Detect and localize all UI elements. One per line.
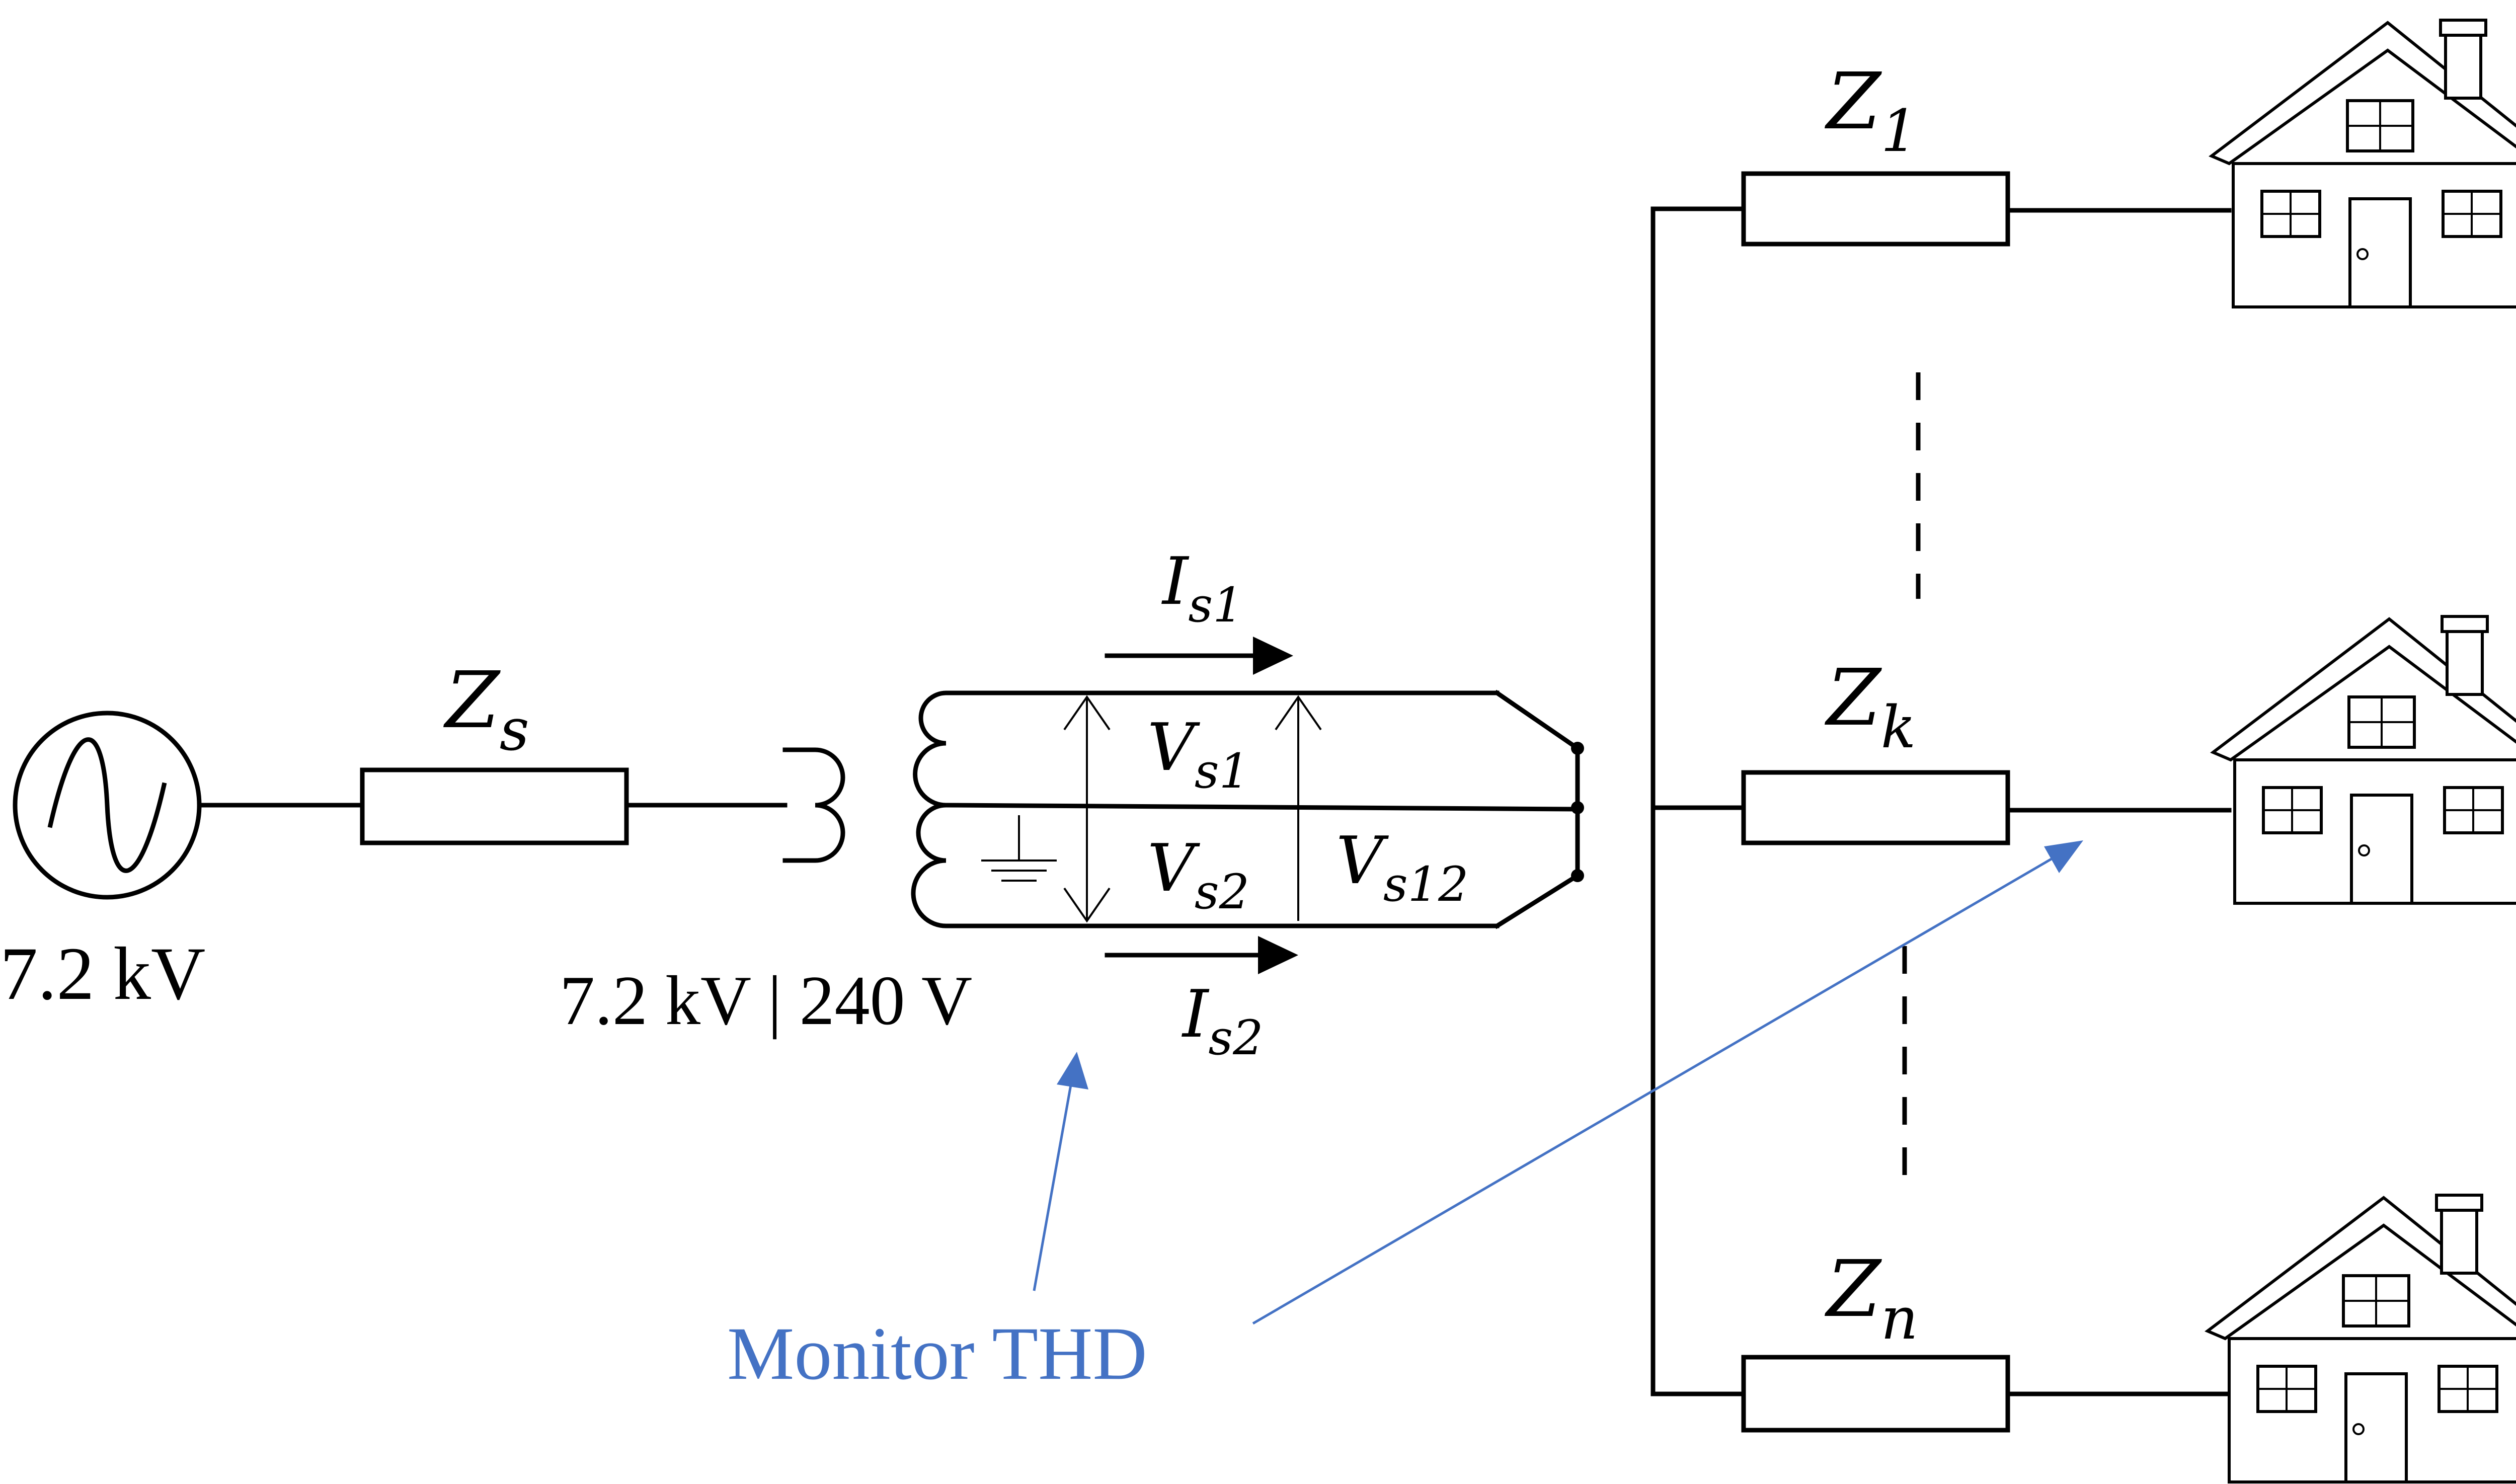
voltage-s12-arrow-icon: [1275, 695, 1322, 921]
ground-icon: [981, 815, 1057, 882]
current-s2-arrow-icon: [1105, 936, 1298, 974]
zn-impedance-box: [1741, 1355, 2010, 1433]
source-voltage-label: 7.2 kV: [0, 932, 205, 1016]
source-impedance-box: [360, 767, 629, 845]
current-s1-label: Is1: [1161, 543, 1243, 633]
z1-label: Z1: [1824, 56, 1918, 165]
house-icon: [2205, 1194, 2516, 1483]
transformer-secondary-coil-icon: [911, 690, 1004, 928]
voltage-s2-label: Vs2: [1147, 830, 1249, 920]
middle-terminal: [1571, 801, 1584, 814]
transformer-primary-coil-icon: [782, 747, 845, 863]
top-terminal: [1571, 742, 1584, 755]
monitor-thd-label: Monitor THD: [727, 1312, 1147, 1395]
zn-label: Zn: [1824, 1243, 1918, 1353]
voltage-s12-label: Vs12: [1336, 822, 1469, 912]
transformer-rating-label: 7.2 kV | 240 V: [560, 962, 972, 1040]
source-impedance-label: Zs: [443, 655, 529, 764]
monitor-arrow-load-icon: [1252, 840, 2083, 1325]
monitor-arrow-transformer-icon: [1033, 1052, 1088, 1291]
z1-impedance-box: [1741, 171, 2010, 247]
house-icon: [2209, 19, 2516, 308]
ac-source-icon: [13, 711, 202, 900]
bottom-switch-line: [1493, 872, 1581, 929]
top-switch-line: [1493, 689, 1581, 752]
voltage-s1-label: Vs1: [1147, 709, 1249, 799]
bottom-terminal: [1571, 869, 1584, 882]
secondary-neutral-line: [944, 803, 1580, 812]
zk-label: Zk: [1824, 652, 1916, 761]
voltage-s2-arrow-icon: [1063, 805, 1111, 923]
house-icon: [2210, 615, 2516, 905]
voltage-s1-arrow-icon: [1063, 695, 1111, 805]
current-s1-arrow-icon: [1105, 637, 1293, 675]
current-s2-label: Is2: [1182, 976, 1264, 1066]
zk-impedance-box: [1741, 770, 2010, 845]
